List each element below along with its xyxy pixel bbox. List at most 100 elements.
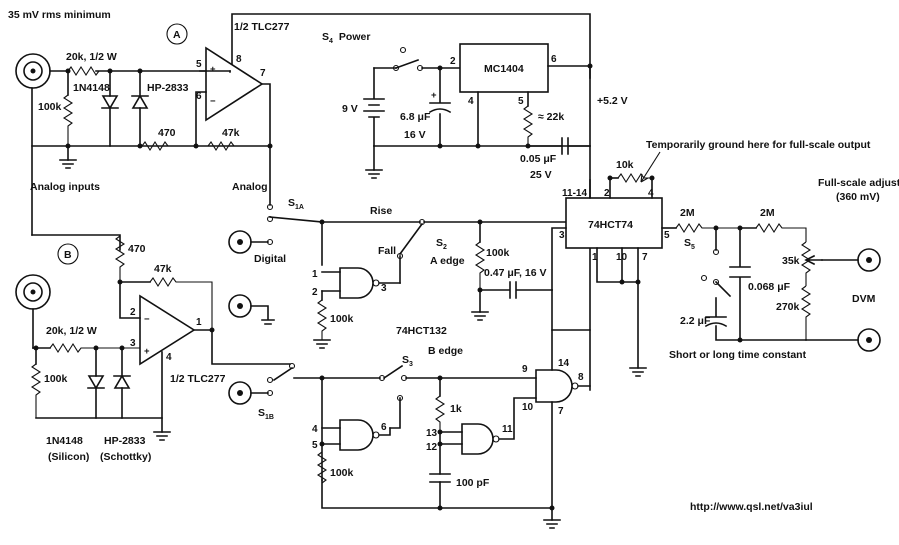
switch-s3[interactable] <box>382 364 404 380</box>
svg-text:−: − <box>210 96 216 107</box>
a-edge-label: A edge <box>430 255 465 267</box>
nand-gate-2 <box>339 419 374 451</box>
svg-text:−: − <box>144 314 150 325</box>
s5-label: S5 <box>684 237 695 251</box>
r-470-a <box>140 140 169 152</box>
opamp-a-pin6: 6 <box>196 91 202 102</box>
cap-005-v-label: 25 V <box>530 169 552 181</box>
nand-gate-3 <box>461 423 494 455</box>
cap-68 <box>428 102 452 114</box>
switch-s2[interactable] <box>398 222 424 256</box>
d-hp2833-label: HP-2833 <box>147 82 189 94</box>
switch-s4[interactable] <box>394 58 420 70</box>
g1-pin2: 2 <box>312 287 318 298</box>
r-35k-label: 35k <box>782 255 800 267</box>
ground-a <box>59 159 77 169</box>
diode-1n4148-b <box>87 375 105 390</box>
analog-inputs-label: Analog inputs <box>30 181 100 193</box>
r-47k-b <box>149 276 213 328</box>
ground-g1 <box>313 339 331 349</box>
flipflop-label: 74HCT74 <box>588 219 633 231</box>
s3-label: S3 <box>402 354 413 368</box>
diode-1n4148-a <box>101 95 119 110</box>
bottom-d2-sub: (Schottky) <box>100 451 151 463</box>
r-100k-s2-label: 100k <box>486 247 510 259</box>
ff-pin4: 4 <box>648 188 654 199</box>
opamp-a-pin8: 8 <box>236 54 242 65</box>
g4-pin7: 7 <box>558 406 564 417</box>
input-b-label: B <box>64 249 72 261</box>
ff-pin7: 7 <box>642 252 648 263</box>
r-100k-s2 <box>474 241 486 290</box>
r-100k-a-label: 100k <box>38 101 62 113</box>
input-a-marker <box>166 23 188 45</box>
diode-hp2833-b <box>113 374 131 389</box>
rise-label: Rise <box>370 205 392 217</box>
opamp-a <box>205 46 264 122</box>
reg-pin6: 6 <box>551 54 557 65</box>
switch-s1a[interactable] <box>269 216 323 223</box>
g4-pin14: 14 <box>558 358 570 369</box>
cap-22 <box>704 316 728 328</box>
g3-pin12: 12 <box>426 442 438 453</box>
g2-pin4: 4 <box>312 424 318 435</box>
regulator-label: MC1404 <box>484 63 524 75</box>
cap-047 <box>479 281 553 299</box>
ff-pin3: 3 <box>559 230 565 241</box>
fs-adjust-label: Full-scale adjust <box>818 177 899 189</box>
svg-text:+: + <box>144 346 150 357</box>
r-270k <box>800 285 812 340</box>
ff-pin2: 2 <box>604 188 610 199</box>
analog-label: Analog <box>232 181 268 193</box>
d-1n4148-label: 1N4148 <box>73 82 110 94</box>
r-47k-a-label: 47k <box>222 127 240 139</box>
bottom-d1-label: 1N4148 <box>46 435 83 447</box>
input-b-connector <box>15 274 51 310</box>
r-100k-g1-label: 100k <box>330 313 354 325</box>
fs-adjust-v-label: (360 mV) <box>836 191 880 203</box>
g3-pin13: 13 <box>426 428 438 439</box>
r-470-b <box>114 235 126 282</box>
cap-047-label: 0.47 μF, 16 V <box>484 267 546 279</box>
g1-pin3: 3 <box>381 283 387 294</box>
hct132-label: 74HCT132 <box>396 325 447 337</box>
g1-pin1: 1 <box>312 269 318 280</box>
digital-connector-2 <box>228 294 252 318</box>
r-100k-g2-label: 100k <box>330 467 354 479</box>
dvm-connector-top <box>857 248 881 272</box>
r-2m-b <box>755 222 807 242</box>
r-470-a-label: 470 <box>158 127 176 139</box>
pot-35k[interactable] <box>800 241 812 286</box>
s1b-label: S1B <box>258 407 274 421</box>
g2-pin6: 6 <box>381 422 387 433</box>
url-label: http://www.qsl.net/va3iul <box>690 501 813 513</box>
g4-pin10: 10 <box>522 402 534 413</box>
g2-pin5: 5 <box>312 440 318 451</box>
g3-pin11: 11 <box>502 424 513 435</box>
bottom-d2-label: HP-2833 <box>104 435 146 447</box>
bottom-d1-sub: (Silicon) <box>48 451 89 463</box>
r-20k-b <box>49 342 140 354</box>
regulator-mc1404 <box>459 43 549 93</box>
b-edge-label: B edge <box>428 345 463 357</box>
opamp-b <box>139 294 196 366</box>
battery-label: 9 V <box>342 103 358 115</box>
switch-s5[interactable] <box>714 280 732 298</box>
svg-text:+: + <box>210 64 216 75</box>
cap-005-label: 0.05 μF <box>520 153 557 165</box>
opamp-a-pin7: 7 <box>260 68 266 79</box>
r-100k-a <box>62 94 74 146</box>
dvm-connector-bottom <box>857 328 881 352</box>
switch-s1b[interactable] <box>272 366 294 382</box>
digital-label: Digital <box>254 253 286 265</box>
s2-label: S2 <box>436 237 447 251</box>
fall-label: Fall <box>378 245 396 257</box>
ground-opamp-b <box>153 431 171 441</box>
r-20k-b-label: 20k, 1/2 W <box>46 325 97 337</box>
digital-connector-3 <box>228 381 252 405</box>
input-a-label: A <box>173 29 181 41</box>
ground-note: Temporarily ground here for full-scale o… <box>646 139 871 151</box>
input-a-connector <box>15 53 51 89</box>
flipflop-74hct74 <box>565 197 663 249</box>
